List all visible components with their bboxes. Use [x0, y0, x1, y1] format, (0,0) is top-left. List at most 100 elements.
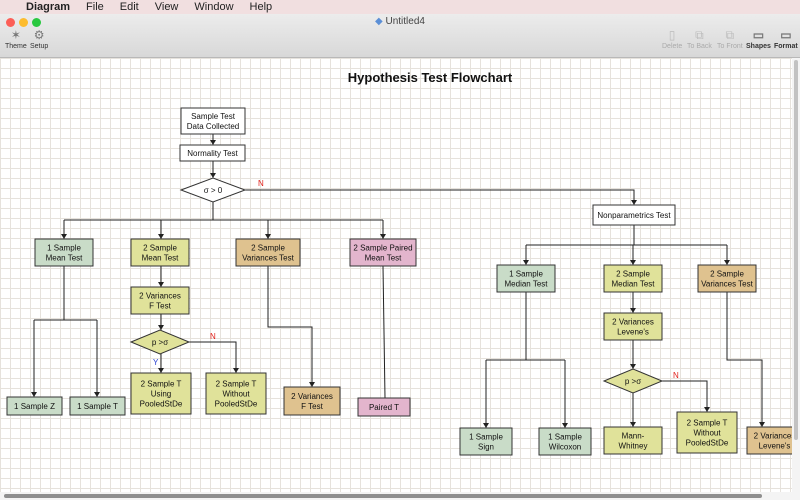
arrowhead-icon [704, 407, 710, 412]
node-label: 2 Sample [251, 244, 285, 253]
menu-help[interactable]: Help [249, 1, 273, 13]
delete-label: Delete [662, 43, 683, 50]
connector-line[interactable] [382, 265, 386, 399]
arrowhead-icon [309, 382, 315, 387]
box-shape [496, 264, 556, 293]
arrowhead-icon [31, 392, 37, 397]
branch-label-n3: N [673, 371, 679, 380]
menu-edit[interactable]: Edit [119, 1, 139, 13]
connector-line[interactable] [245, 189, 635, 205]
node-label: 2 Sample [616, 270, 650, 279]
setup-button[interactable]: ⚙Setup [30, 29, 48, 50]
box-shape [676, 411, 738, 454]
window-toolbar: ◆ Untitled4 ✶Theme ⚙Setup ▯Delete ⧉To Ba… [0, 14, 800, 58]
box-shape [357, 397, 411, 417]
window-title-text: Untitled4 [385, 16, 425, 27]
to-front-button[interactable]: ⧉To Front [717, 29, 743, 50]
connector-line[interactable] [267, 266, 313, 387]
arrowhead-icon [631, 200, 637, 205]
node-label: Wilcoxon [549, 443, 581, 452]
diagram-title[interactable]: Hypothesis Test Flowchart [348, 70, 513, 85]
menu-view[interactable]: View [154, 1, 179, 13]
process-t1[interactable]: 1 Sample T [69, 396, 126, 416]
arrowhead-icon [759, 422, 765, 427]
node-label: 1 Sample [509, 270, 543, 279]
arrowhead-icon [630, 308, 636, 313]
vertical-scrollbar[interactable] [792, 58, 800, 492]
node-label: 1 Sample T [77, 402, 118, 411]
arrowhead-icon [158, 368, 164, 373]
menu-file[interactable]: File [86, 1, 104, 13]
node-label: 2 Sample Paired [353, 244, 412, 253]
document-icon: ◆ [375, 16, 383, 27]
box-shape [130, 238, 190, 267]
connector-line[interactable] [662, 380, 708, 412]
to-back-button[interactable]: ⧉To Back [687, 29, 712, 50]
format-button[interactable]: ▭Format [774, 29, 798, 50]
connector-line[interactable] [726, 292, 763, 427]
node-label: 2 Sample [710, 270, 744, 279]
arrowhead-icon [483, 423, 489, 428]
minimize-button[interactable] [19, 18, 28, 27]
theme-button[interactable]: ✶Theme [5, 29, 27, 50]
decision-sigma[interactable]: σ > 0 [179, 177, 247, 203]
decision-pcheck1[interactable]: p >σ [129, 329, 191, 355]
process-pairedt[interactable]: Paired T [357, 397, 411, 417]
node-label: Variances Test [242, 254, 295, 263]
theme-label: Theme [5, 43, 27, 50]
close-button[interactable] [6, 18, 15, 27]
box-shape [180, 107, 246, 135]
decision-pcheck2[interactable]: p >σ [602, 368, 664, 394]
process-z1[interactable]: 1 Sample Z [6, 396, 63, 416]
horizontal-scrollbar[interactable] [0, 492, 800, 500]
box-shape [746, 426, 792, 455]
shapes-button[interactable]: ▭Shapes [746, 29, 771, 50]
arrowhead-icon [233, 368, 239, 373]
zoom-button[interactable] [32, 18, 41, 27]
node-label: Sign [478, 443, 494, 452]
format-panel-icon: ▭ [780, 28, 792, 42]
diamond-shape [179, 177, 247, 203]
node-label: F Test [301, 402, 323, 411]
menu-app[interactable]: Diagram [26, 1, 71, 13]
node-label: PooledStDe [215, 400, 258, 409]
node-label: 2 Sample T [216, 380, 257, 389]
box-shape [179, 144, 246, 162]
arrowhead-icon [562, 423, 568, 428]
diamond-shape [129, 329, 191, 355]
node-label: Mann- [622, 432, 645, 441]
process-nonparam[interactable]: Nonparametrics Test [592, 204, 676, 226]
menu-window[interactable]: Window [194, 1, 234, 13]
node-label: p >σ [152, 338, 168, 347]
connector-line[interactable] [189, 341, 237, 373]
box-shape [697, 264, 757, 293]
node-label: σ > 0 [204, 186, 223, 195]
process-normality[interactable]: Normality Test [179, 144, 246, 162]
horizontal-scroll-thumb[interactable] [4, 494, 762, 498]
process-mann[interactable]: Mann-Whitney [603, 426, 663, 455]
vertical-scroll-thumb[interactable] [794, 60, 798, 440]
to-front-label: To Front [717, 43, 743, 50]
delete-button[interactable]: ▯Delete [662, 29, 682, 50]
window-title: ◆ Untitled4 [0, 16, 800, 27]
node-label: 2 Sample T [141, 380, 182, 389]
node-label: 2 Sample T [687, 419, 728, 428]
